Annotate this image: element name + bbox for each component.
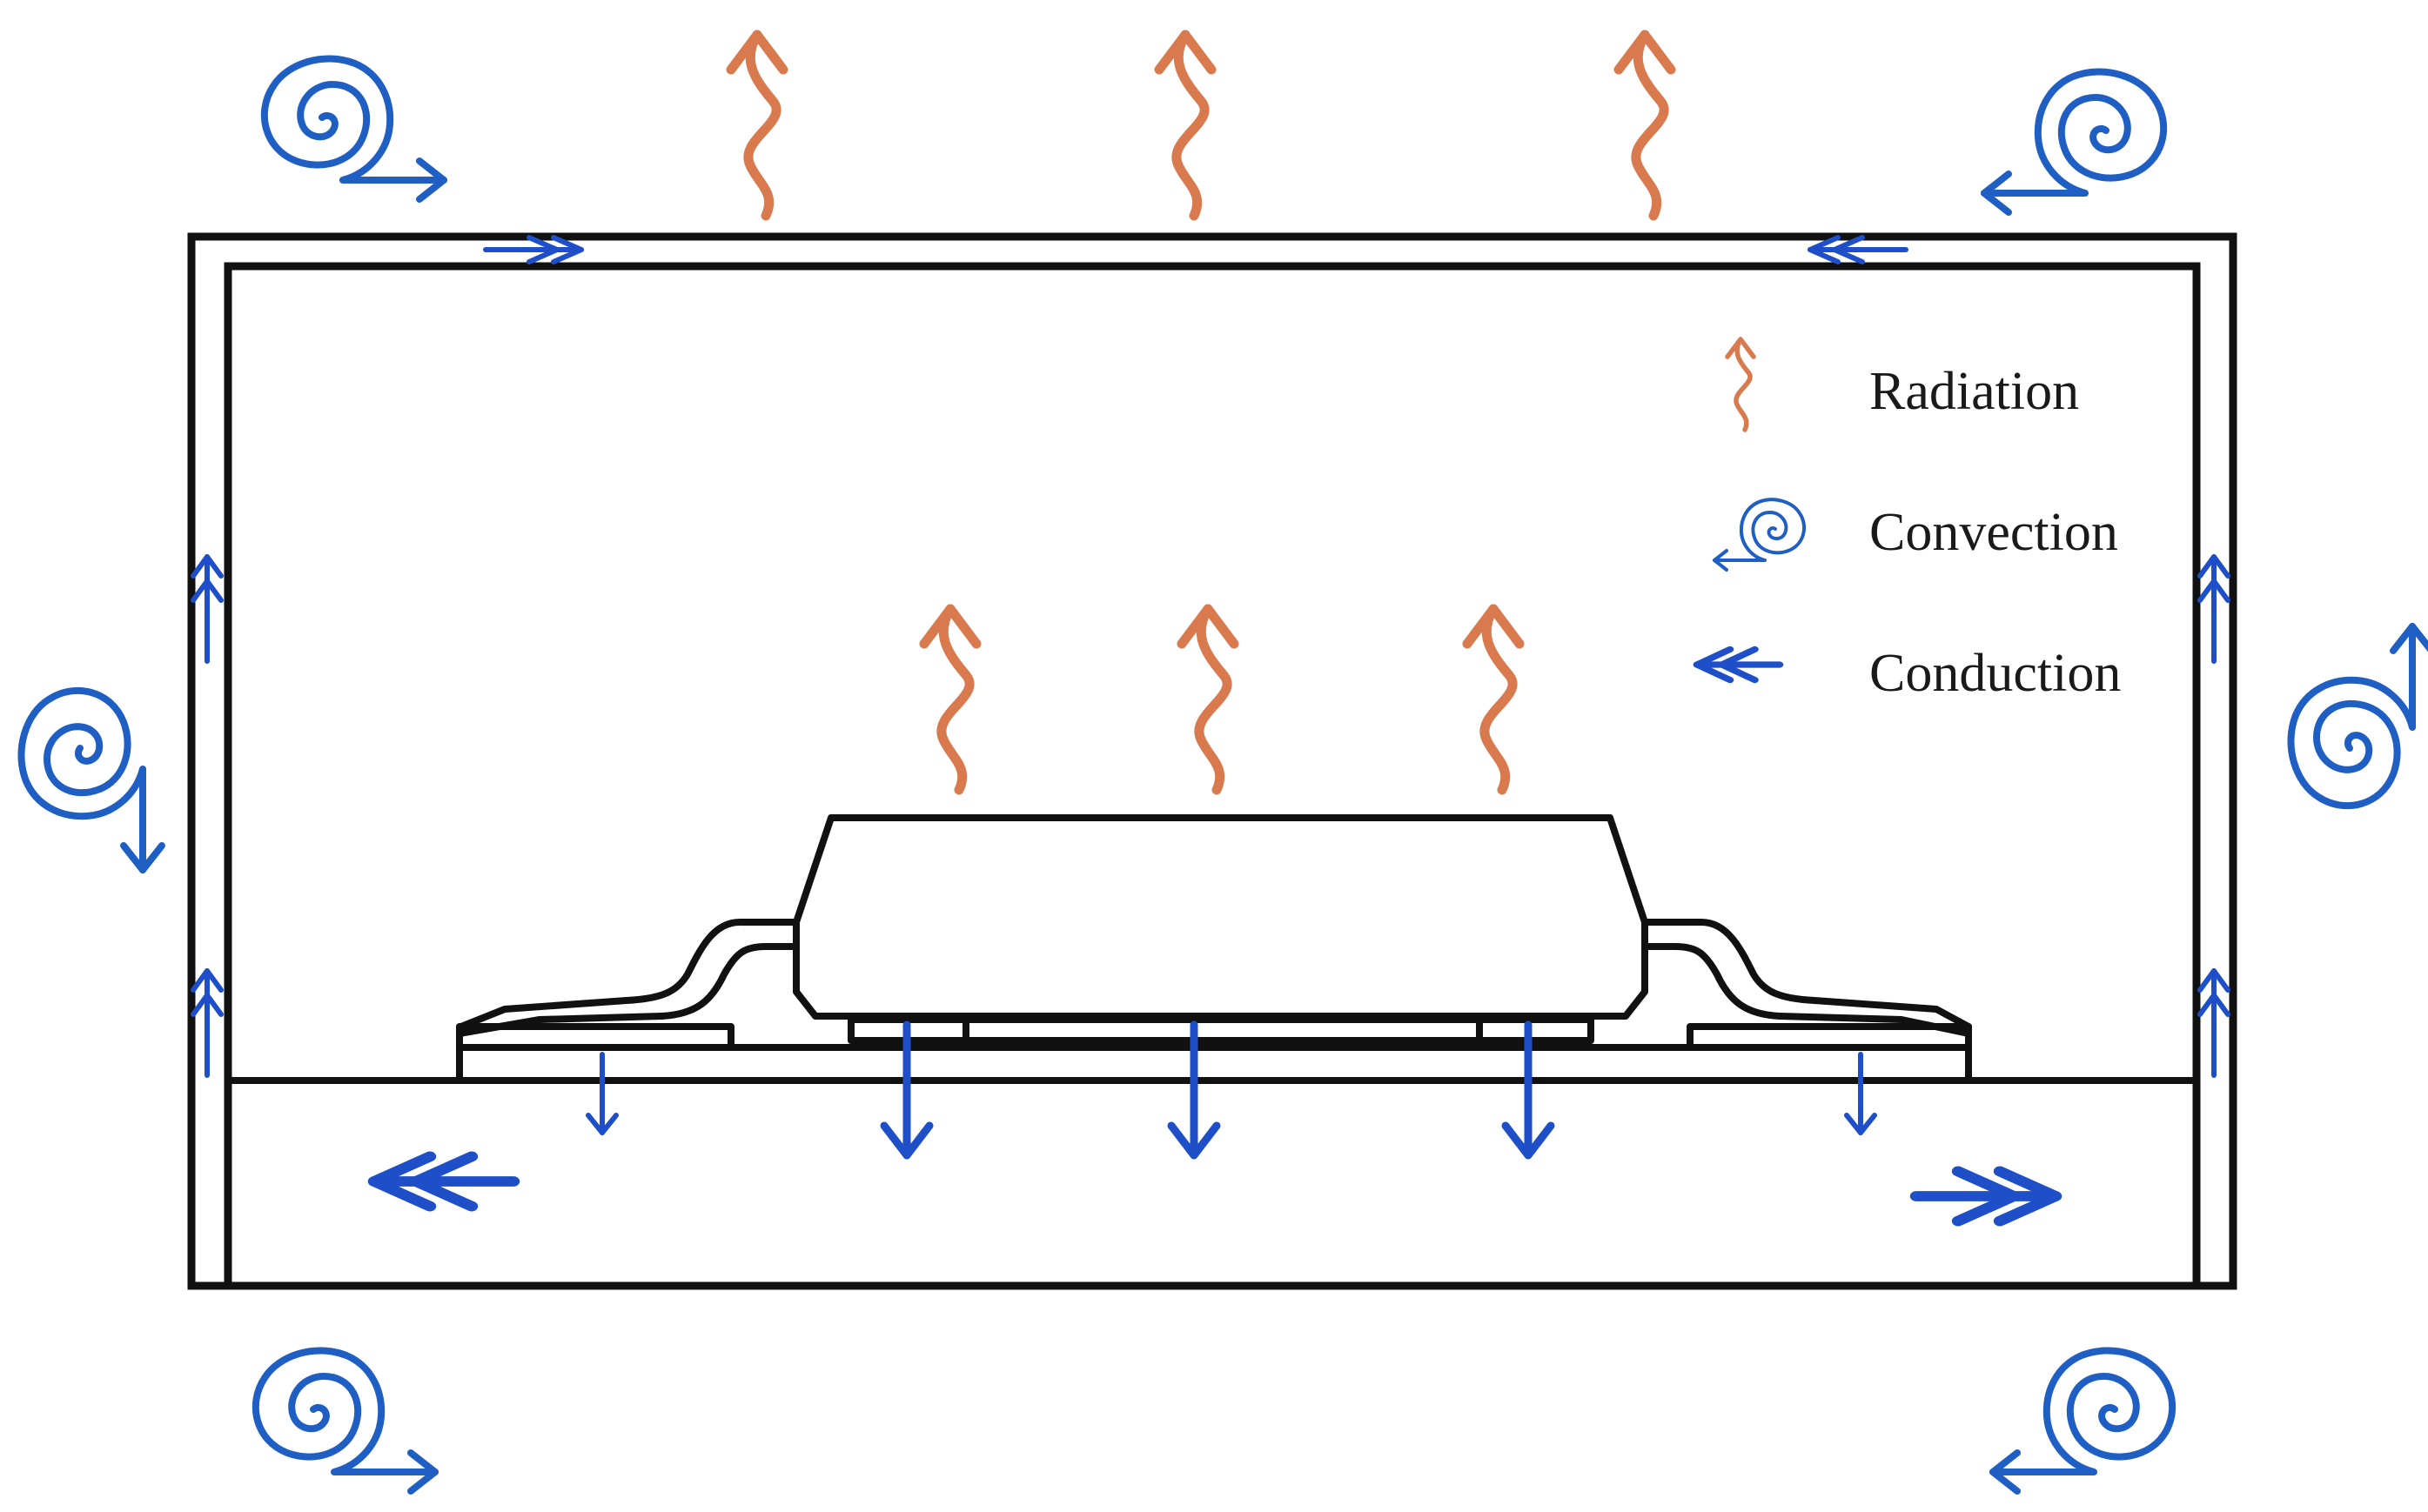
legend-convection-icon	[1713, 498, 1807, 572]
left-lead	[456, 919, 796, 1037]
convection-icon-top-left	[265, 58, 444, 199]
convection-icon-bottom-right	[1993, 1350, 2172, 1491]
radiation-icon-outer-3	[1619, 35, 1671, 216]
conduction-icon-top-right	[1810, 238, 1906, 262]
component-package	[456, 814, 1972, 1084]
legend-convection-label: Convection	[1869, 503, 2118, 562]
enclosure-inner-wall	[224, 262, 2201, 1290]
conduction-icon-down-small-right	[1847, 1054, 1875, 1133]
enclosure	[187, 232, 2237, 1290]
radiation-icon-inner-2	[1182, 609, 1234, 790]
radiation-icon-outer-2	[1159, 35, 1211, 216]
convection-icon-top-right	[1984, 71, 2163, 212]
convection-spirals	[21, 58, 2428, 1491]
legend: Radiation Convection Conduction	[1697, 339, 2121, 703]
radiation-arrows-inner	[924, 609, 1519, 790]
conduction-lateral	[374, 1156, 2056, 1221]
conduction-icon-right-wall-lower	[2200, 971, 2228, 1075]
radiation-arrows-outer	[731, 35, 1671, 216]
conduction-icon-substrate-left	[374, 1156, 513, 1206]
radiation-icon-inner-1	[924, 609, 976, 790]
radiation-icon-inner-3	[1467, 609, 1519, 790]
conduction-icon-top-left	[486, 238, 581, 262]
conduction-top-wall	[486, 238, 1906, 262]
center-thermal-pad	[848, 1016, 1594, 1044]
right-lead	[1645, 919, 1972, 1037]
legend-conduction-icon	[1697, 649, 1780, 679]
conduction-icon-left-wall-upper	[193, 557, 221, 661]
conduction-icon-left-wall-lower	[193, 971, 221, 1075]
package-body	[793, 814, 1648, 1020]
legend-radiation-icon	[1727, 339, 1754, 430]
pcb-copper-layer	[456, 1044, 1972, 1084]
convection-icon-bottom-left	[256, 1350, 435, 1491]
convection-icon-left	[21, 691, 162, 870]
conduction-icon-right-wall-upper	[2200, 557, 2228, 661]
convection-icon-right	[2291, 626, 2428, 806]
radiation-icon-outer-1	[731, 35, 783, 216]
legend-radiation-label: Radiation	[1869, 362, 2079, 421]
conduction-icon-down-small-left	[588, 1054, 616, 1133]
legend-conduction-label: Conduction	[1869, 644, 2121, 703]
conduction-icon-substrate-right	[1916, 1171, 2056, 1221]
